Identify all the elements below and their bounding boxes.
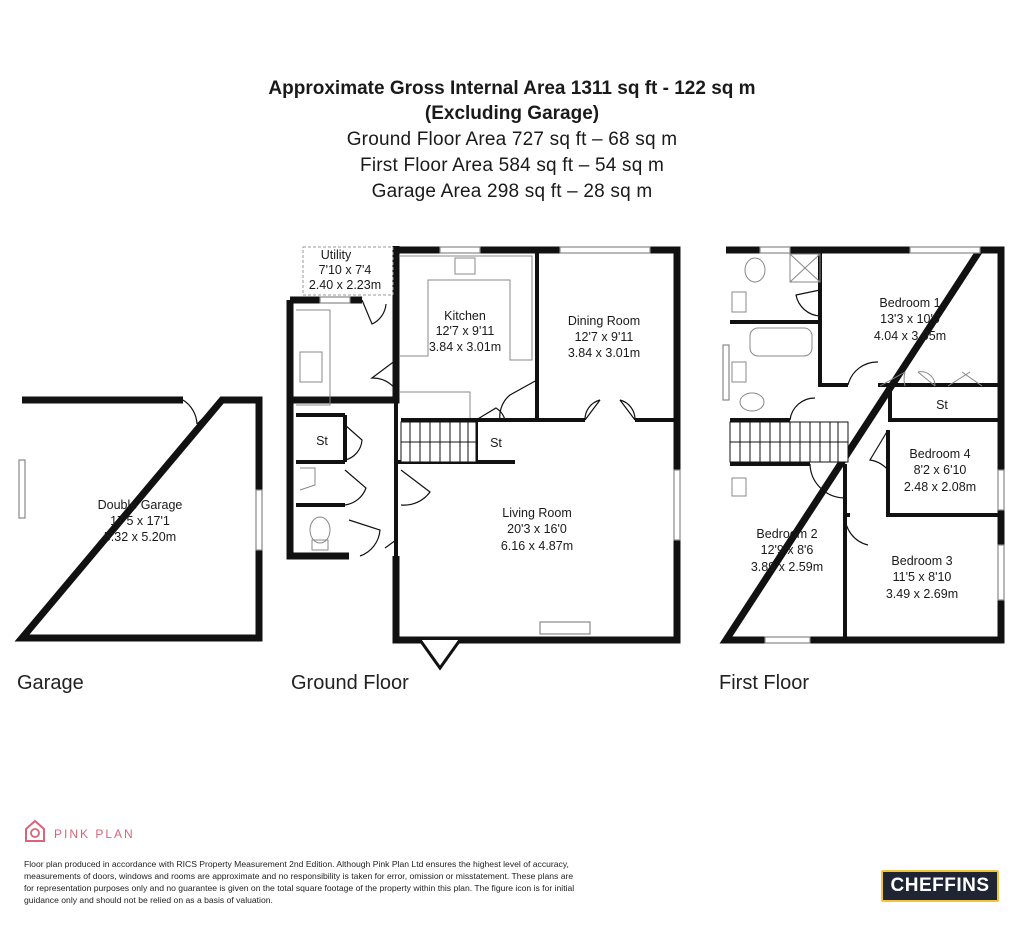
ground-floor-windows — [319, 246, 681, 635]
utility-fixtures — [296, 309, 331, 551]
bay-window — [418, 639, 462, 671]
bedroom3-name: Bedroom 3 — [891, 554, 952, 568]
first-floor-label: First Floor — [719, 672, 809, 694]
agent-logo: CHEFFINS — [881, 870, 999, 902]
ground-floor-stairs — [400, 421, 477, 463]
first-floor-door-swings — [789, 289, 889, 546]
bedroom4-metric: 2.48 x 2.08m — [904, 480, 976, 494]
bedroom1-metric: 4.04 x 3.05m — [874, 329, 946, 343]
kitchen-name: Kitchen — [444, 309, 486, 323]
living-name: Living Room — [502, 506, 571, 520]
utility-name: Utility — [321, 248, 352, 262]
bedroom2-metric: 3.89 x 2.59m — [751, 560, 823, 574]
ground-floor-label: Ground Floor — [291, 672, 409, 694]
brand-logo: PINK PLAN — [24, 818, 135, 849]
dining-metric: 3.84 x 3.01m — [568, 346, 640, 360]
bedroom1-imperial: 13'3 x 10'0 — [880, 312, 940, 326]
first-floor-windows — [722, 246, 1005, 644]
bedroom4-imperial: 8'2 x 6'10 — [914, 463, 967, 477]
utility-outline — [302, 246, 394, 296]
ground-floor-walls — [286, 246, 681, 644]
living-metric: 6.16 x 4.87m — [501, 539, 573, 553]
bedroom1-name: Bedroom 1 — [879, 296, 940, 310]
first-floor-walls — [719, 246, 1005, 644]
house-logo-icon — [24, 818, 46, 849]
garage-windows — [18, 459, 263, 551]
bedroom4-name: Bedroom 4 — [909, 447, 970, 461]
storage-label-first: St — [936, 398, 948, 412]
first-floor-area: First Floor Area 584 sq ft – 54 sq m — [360, 155, 664, 176]
dining-imperial: 12'7 x 9'11 — [575, 330, 634, 344]
bedroom3-metric: 3.49 x 2.69m — [886, 587, 958, 601]
first-floor-stairs — [729, 421, 849, 463]
kitchen-imperial: 12'7 x 9'11 — [436, 324, 495, 338]
kitchen-metric: 3.84 x 3.01m — [429, 340, 501, 354]
brand-name: PINK PLAN — [54, 826, 135, 841]
area-subtitle: (Excluding Garage) — [424, 103, 600, 124]
storage-label-ground-1: St — [316, 434, 328, 448]
area-title: Approximate Gross Internal Area 1311 sq … — [268, 78, 756, 99]
bedroom3-imperial: 11'5 x 8'10 — [893, 570, 952, 584]
double-garage-metric: 5.32 x 5.20m — [104, 530, 176, 544]
bedroom2-name: Bedroom 2 — [756, 527, 817, 541]
garage-door-swing — [182, 399, 223, 425]
garage-floor-label: Garage — [17, 672, 84, 694]
ground-floor-area: Ground Floor Area 727 sq ft – 68 sq m — [346, 129, 678, 150]
ground-floor-door-swings — [344, 299, 636, 557]
living-imperial: 20'3 x 16'0 — [507, 522, 567, 536]
dining-name: Dining Room — [568, 314, 640, 328]
bedroom2-imperial: 12'9 x 8'6 — [761, 543, 814, 557]
first-floor-fixtures — [731, 253, 983, 497]
utility-metric: 2.40 x 2.23m — [309, 278, 381, 292]
utility-imperial: 7'10 x 7'4 — [319, 263, 372, 277]
garage-plan — [14, 396, 263, 642]
double-garage-imperial: 17'5 x 17'1 — [110, 514, 170, 528]
disclaimer: Floor plan produced in accordance with R… — [24, 859, 575, 905]
storage-label-ground-2: St — [490, 436, 502, 450]
garage-area: Garage Area 298 sq ft – 28 sq m — [371, 181, 653, 202]
double-garage-name: Double Garage — [98, 498, 183, 512]
kitchen-units — [400, 255, 533, 418]
